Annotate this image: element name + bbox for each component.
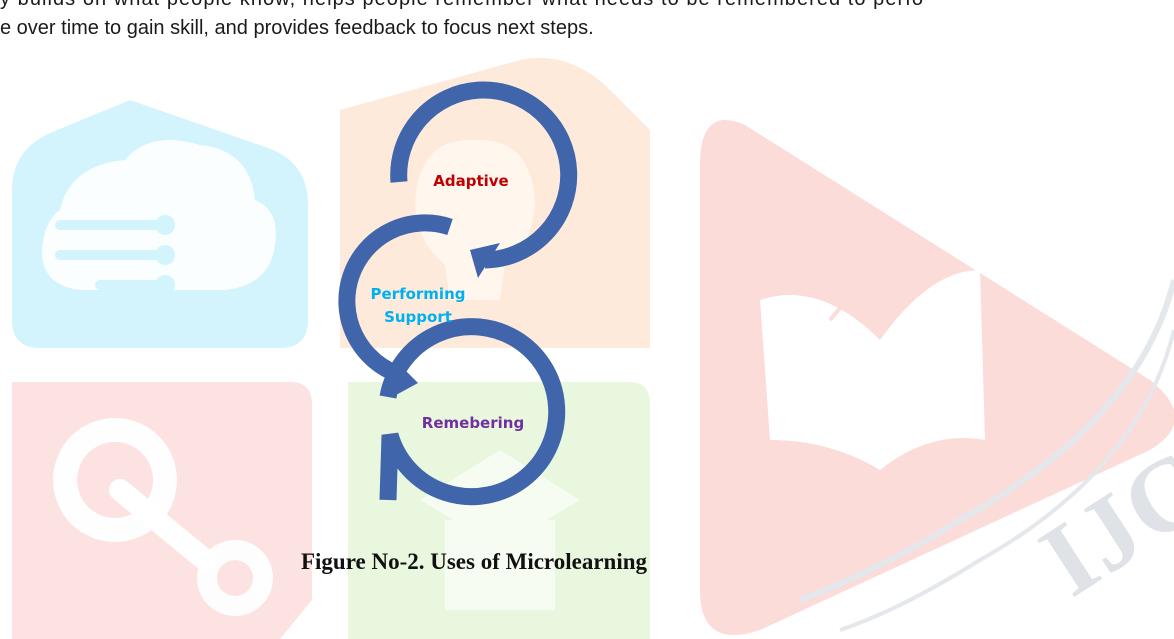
swoosh-arc: [798, 279, 1174, 603]
stage-label-adaptive: Adaptive: [433, 172, 508, 190]
cycle-arc-adaptive: [390, 81, 578, 269]
cycle-arc-remembering: [379, 318, 566, 506]
cycle-arc-performing: [338, 214, 453, 384]
arrowhead-adaptive: [470, 243, 500, 278]
stage-label-remembering: Remebering: [422, 414, 524, 432]
book-icon: [760, 270, 985, 470]
arrowhead-performing: [395, 360, 418, 395]
paragraph-line-1: y builds on what people know, helps peop…: [0, 0, 1174, 11]
stage-label-support: Support: [384, 308, 452, 326]
paragraph-line-2: e over time to gain skill, and provides …: [0, 17, 594, 39]
figure-caption: Figure No-2. Uses of Microlearning: [300, 549, 647, 574]
stage-label-performing: Performing: [371, 285, 466, 303]
